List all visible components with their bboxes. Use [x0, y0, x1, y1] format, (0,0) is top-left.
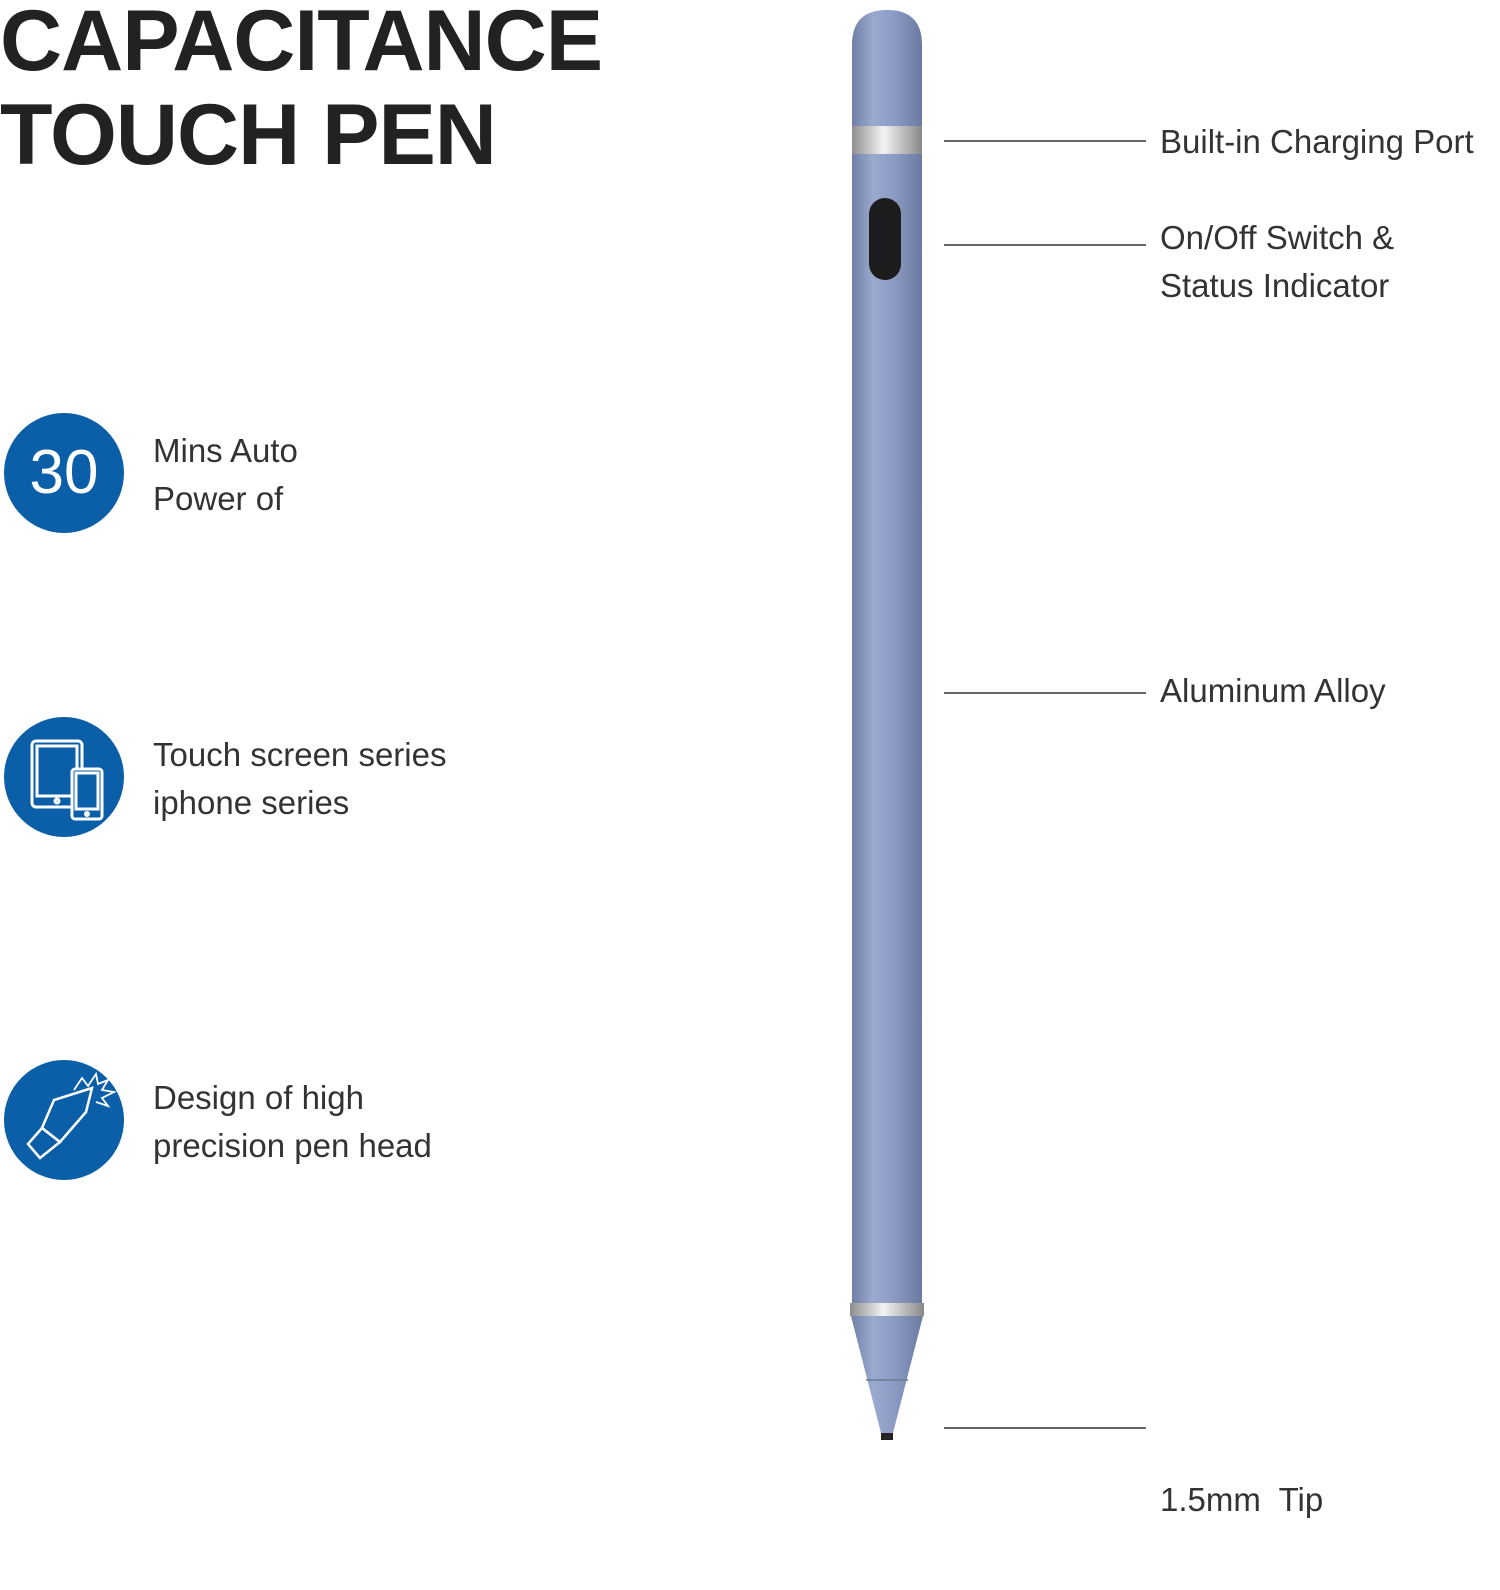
callout-line [944, 1427, 1146, 1429]
feature-auto-power-off: Mins Auto Power of [153, 427, 298, 523]
callout-line [944, 140, 1146, 142]
badge-number: 30 [29, 438, 99, 507]
feature-precision-tip: Design of high precision pen head [153, 1074, 432, 1170]
callout-tip: 1.5mm Tip [1160, 1410, 1323, 1590]
charging-port-ring [852, 126, 922, 154]
page-title: CAPACITANCE TOUCH PEN [0, 0, 603, 183]
callout-charging-port: Built-in Charging Port [1160, 118, 1474, 166]
stylus-pen-image [850, 10, 924, 1440]
callout-text: Built-in Charging Port [1160, 123, 1474, 160]
callout-text: 1.5mm Tip [1160, 1481, 1324, 1518]
title-line-1: CAPACITANCE [0, 0, 603, 89]
title-line-2: TOUCH PEN [0, 87, 497, 183]
tip-ring [850, 1303, 924, 1316]
30-badge-icon: 30 [4, 413, 124, 533]
feature-line: Design of high [153, 1079, 364, 1116]
tablet-phone-icon [4, 717, 124, 837]
callout-line [944, 692, 1146, 694]
feature-touch-screen: Touch screen series iphone series [153, 731, 446, 827]
feature-line: Mins Auto [153, 432, 298, 469]
product-infographic: CAPACITANCE TOUCH PEN 30 Mins Auto Power… [0, 0, 1474, 1518]
pen-tip [881, 1433, 893, 1440]
callout-text: On/Off Switch & [1160, 219, 1395, 256]
feature-line: iphone series [153, 784, 350, 821]
callout-line [944, 244, 1146, 246]
power-switch [869, 198, 901, 280]
pen-tip-icon [4, 1060, 124, 1180]
pen-barrel [852, 10, 922, 1305]
feature-line: Touch screen series [153, 736, 447, 773]
callout-alloy: Aluminum Alloy [1160, 667, 1386, 715]
feature-line: precision pen head [153, 1127, 432, 1164]
callout-switch: On/Off Switch & Status Indicator [1160, 214, 1394, 310]
callout-text: Status Indicator [1160, 267, 1390, 304]
callout-text: Aluminum Alloy [1160, 672, 1386, 709]
feature-line: Power of [153, 480, 284, 517]
pen-cone [851, 1316, 923, 1433]
